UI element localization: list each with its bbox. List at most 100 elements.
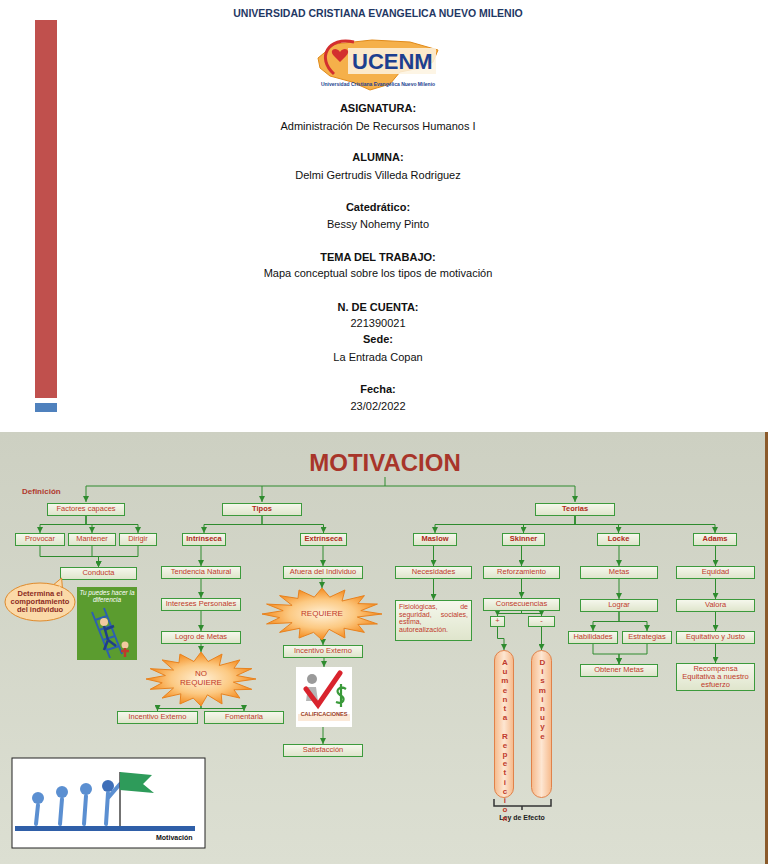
text-label: UNIVERSIDAD CRISTIANA EVANGELICA NUEVO M… [178, 7, 578, 19]
person-body [104, 626, 116, 650]
concept-box: Reforzamiento [483, 566, 560, 579]
text-label: UCENM [352, 49, 442, 74]
concept-box: Metas [580, 566, 658, 579]
node-text: Locke [608, 535, 630, 543]
concept-box: Adams [693, 533, 737, 546]
map-title: MOTIVACION [235, 449, 535, 477]
connector [575, 516, 715, 533]
check-mark [306, 673, 340, 705]
connector [715, 644, 716, 663]
connector [715, 612, 716, 631]
node-text: Mantener [76, 535, 108, 543]
connector [86, 516, 92, 533]
connector [593, 612, 619, 631]
node-text: Maslow [421, 535, 448, 543]
node-text: - [540, 617, 543, 625]
connector [715, 546, 716, 566]
ground-bar [15, 826, 195, 831]
node-text: Intereses Personales [166, 600, 236, 608]
node-text: Tipos [252, 505, 272, 513]
text-label: ALUMNA: [178, 151, 578, 164]
connector [262, 516, 324, 533]
concept-box: Provocar [15, 533, 65, 546]
node-text: Disminuye [537, 658, 546, 741]
concept-box: Tendencia Natural [161, 566, 241, 579]
concept-box: Necesidades [395, 566, 472, 579]
node-text: NO REQUIERE [175, 670, 227, 688]
connector [435, 516, 575, 533]
node-text: Extrínseca [305, 535, 343, 543]
ladder [92, 608, 122, 658]
note-box: Fisiológicas, de seguridad, sociales, es… [395, 600, 472, 641]
node-text: Dirigir [128, 535, 148, 543]
concept-box: Fomentarla [204, 711, 284, 724]
pic-outline [296, 667, 352, 727]
text-label: Sede: [178, 333, 578, 346]
connector [521, 546, 522, 566]
title-branch [262, 486, 263, 502]
node-text: Satisfacción [303, 746, 343, 754]
concept-box: Lograr [580, 599, 658, 612]
flag [120, 772, 154, 793]
connector [99, 546, 139, 567]
node-text: Afuera del Individuo [290, 568, 356, 576]
logo-heart [332, 49, 348, 62]
concept-box: Dirigir [119, 533, 157, 546]
concept-box: Mantener [68, 533, 116, 546]
connector [201, 579, 202, 598]
picture-background [296, 667, 352, 727]
node-text: Equitativo y Justo [686, 633, 745, 641]
node-text: Recompensa Equitativa a nuestro esfuerzo [679, 665, 752, 690]
concept-box: Factores capaces [47, 503, 125, 516]
connector [524, 516, 576, 533]
text-label: 221390021 [178, 317, 578, 330]
concept-box: Extrínseca [300, 533, 347, 546]
text-label: Universidad Cristiana Evangélica Nuevo M… [318, 82, 438, 88]
callout-bubble: Determina el comportamiento del individu… [4, 582, 76, 622]
connector [715, 579, 716, 599]
text-label: Definición [22, 487, 102, 496]
title-branch [86, 486, 87, 502]
person-head [122, 642, 129, 649]
starburst-shape [262, 588, 382, 640]
node-text: Fisiológicas, de seguridad, sociales, es… [399, 603, 468, 634]
concept-box: Intereses Personales [161, 598, 241, 611]
text-label: Delmi Gertrudis Villeda Rodriguez [178, 169, 578, 182]
concept-box: Tipos [222, 503, 302, 516]
concept-box: Skinner [502, 533, 545, 546]
node-text: Lograr [608, 601, 630, 609]
text-label: Bessy Nohemy Pinto [178, 218, 578, 231]
connector [575, 516, 619, 533]
node-text: Reforzamiento [497, 568, 546, 576]
cover-square [35, 403, 57, 412]
title-branch [575, 486, 576, 502]
starburst: REQUIERE [262, 588, 382, 640]
node-text: Conducta [82, 569, 114, 577]
concept-box: Recompensa Equitativa a nuestro esfuerzo [676, 663, 755, 691]
connector [619, 546, 620, 566]
node-text: Factores capaces [56, 505, 115, 513]
connector [86, 516, 138, 533]
concept-box: Consecuencias [483, 598, 560, 611]
vertical-bar: Disminuye [531, 650, 552, 798]
starburst: NO REQUIERE [146, 652, 256, 706]
text-label: Administración De Recursos Humanos I [178, 120, 578, 133]
concept-box: Equitativo y Justo [676, 631, 755, 644]
map-background [0, 432, 766, 864]
node-text: Determina el comportamiento del individu… [9, 590, 71, 615]
text-label: N. DE CUENTA: [178, 301, 578, 314]
logo-swoosh [325, 41, 354, 74]
text-label: Ley de Efecto [482, 814, 562, 822]
person-head [32, 792, 44, 804]
concept-box: Teorias [535, 503, 615, 516]
vertical-bar: Aumenta Repeticion [494, 650, 514, 824]
person-head [56, 786, 68, 798]
concept-box: Conducta [60, 567, 137, 580]
node-text: Aumenta Repeticion [500, 658, 509, 824]
connector [433, 546, 434, 566]
connector [204, 516, 262, 533]
person-body [121, 648, 129, 657]
concept-box: Incentivo Externo [117, 711, 198, 724]
connector [521, 579, 522, 598]
